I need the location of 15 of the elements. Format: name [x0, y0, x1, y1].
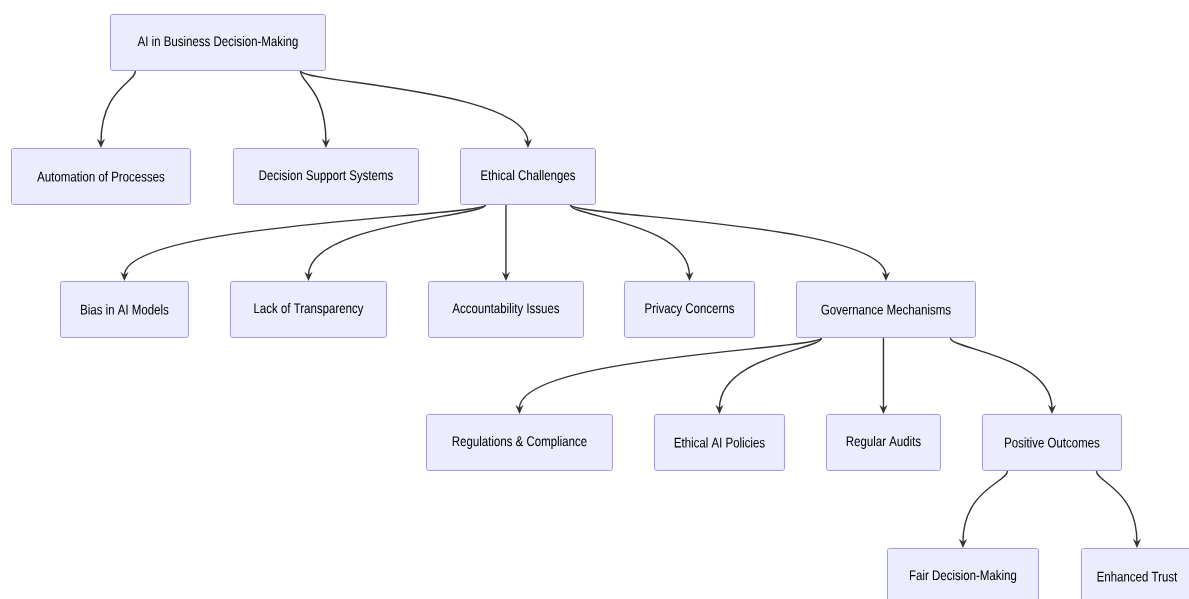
process-box: Lack of Transparency [230, 281, 387, 338]
process-box: Ethical Challenges [460, 148, 596, 205]
process-box: Accountability Issues [428, 281, 584, 338]
process-box: Fair Decision-Making [887, 548, 1039, 599]
process-box: Positive Outcomes [982, 414, 1122, 471]
process-box: Bias in AI Models [60, 281, 189, 338]
process-box: AI in Business Decision-Making [110, 14, 326, 71]
process-box: Automation of Processes [11, 148, 191, 205]
process-box: Privacy Concerns [624, 281, 755, 338]
process-box: Regular Audits [826, 414, 941, 471]
process-box: Ethical AI Policies [654, 414, 785, 471]
process-box: Regulations & Compliance [426, 414, 613, 471]
process-box: Governance Mechanisms [796, 281, 976, 338]
process-box: Enhanced Trust [1081, 548, 1189, 599]
process-box: Decision Support Systems [233, 148, 419, 205]
